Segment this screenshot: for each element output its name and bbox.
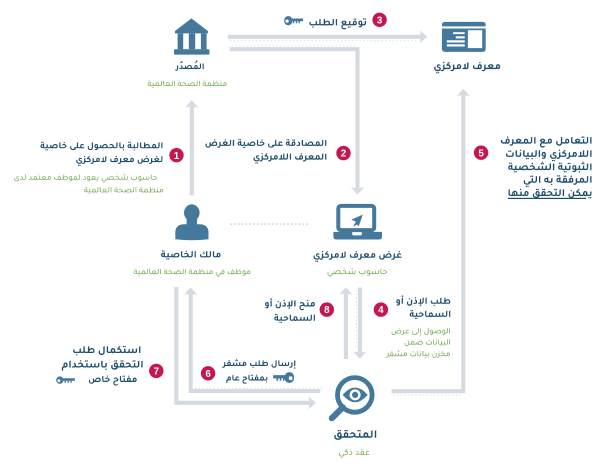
svg-text:3: 3	[377, 15, 383, 26]
svg-text:7: 7	[154, 367, 160, 378]
svg-text:6: 6	[205, 369, 211, 380]
svg-text:4: 4	[378, 305, 384, 316]
svg-text:1: 1	[174, 151, 180, 162]
svg-text:2: 2	[341, 149, 347, 160]
svg-text:5: 5	[478, 148, 484, 159]
svg-text:8: 8	[324, 305, 330, 316]
